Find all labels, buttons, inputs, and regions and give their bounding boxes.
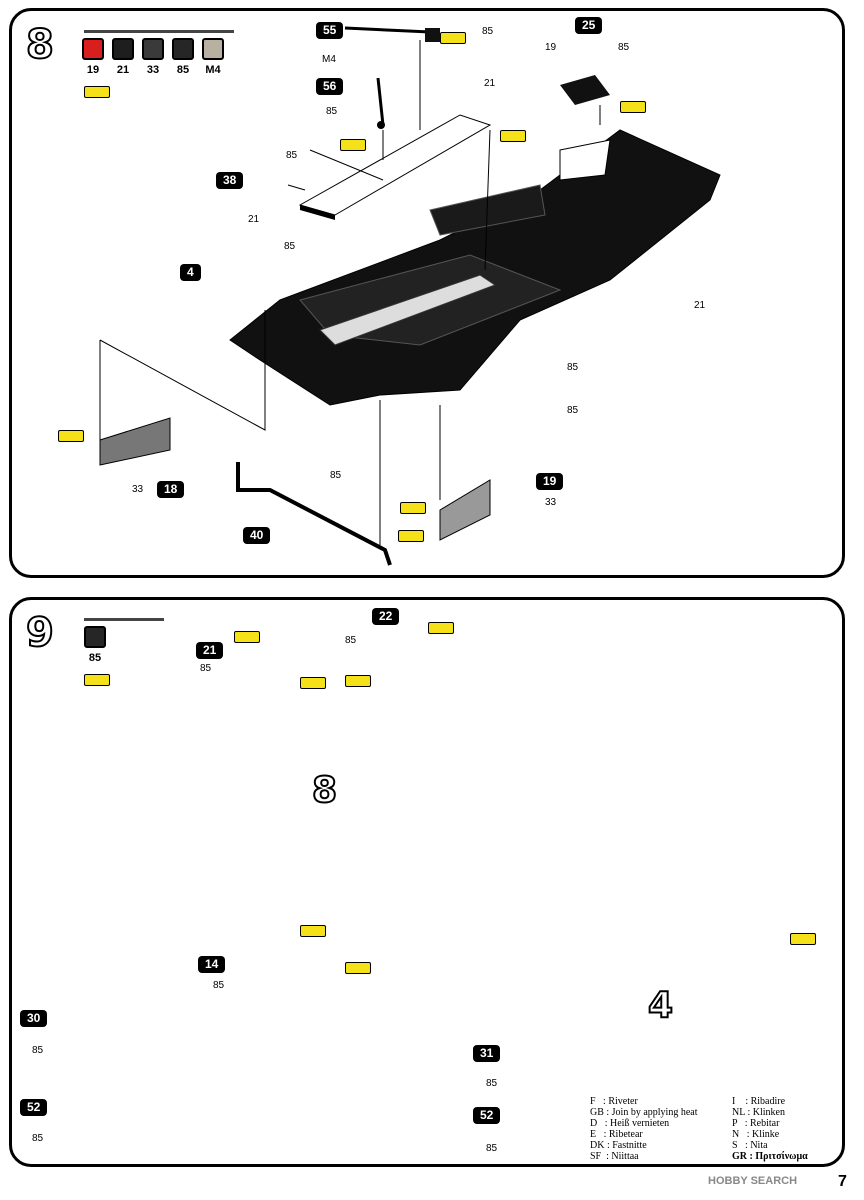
part-tag-52-left: 52 bbox=[20, 1099, 48, 1116]
paint-ref-85-chassis: 85 bbox=[284, 241, 296, 252]
paint-ref-85-right-2: 85 bbox=[567, 405, 579, 416]
legend-left-5: SF : Niittaa bbox=[590, 1151, 639, 1162]
part-tag-21: 21 bbox=[196, 642, 224, 659]
lever-56 bbox=[376, 77, 385, 129]
glue-icon bbox=[234, 631, 260, 643]
lever-55 bbox=[344, 26, 440, 42]
legend-right-2: P : Rebitar bbox=[732, 1118, 780, 1129]
paint-chip-21 bbox=[112, 38, 134, 60]
chassis-part-4 bbox=[229, 129, 721, 406]
paint-ref-m4: M4 bbox=[322, 54, 336, 65]
part-tag-38: 38 bbox=[216, 172, 244, 189]
paint-ref-85-31: 85 bbox=[486, 1078, 498, 1089]
paint-ref-85-22: 85 bbox=[345, 635, 357, 646]
legend-left-2: D : Heiß vernieten bbox=[590, 1118, 670, 1129]
bracket-25 bbox=[560, 75, 610, 105]
step-9-panel bbox=[9, 597, 845, 1167]
paint-ref-85-52b: 85 bbox=[486, 1143, 498, 1154]
legend-right-0: I : Ribadire bbox=[732, 1096, 786, 1107]
paint-ref-85-56: 85 bbox=[326, 106, 338, 117]
glue-icon bbox=[428, 622, 454, 634]
rod-40 bbox=[236, 462, 392, 566]
paint-ref-85-14: 85 bbox=[213, 980, 225, 991]
part-tag-22: 22 bbox=[372, 608, 400, 625]
part-tag-40: 40 bbox=[243, 527, 271, 544]
glue-icon bbox=[790, 933, 816, 945]
paint-ref-85-30: 85 bbox=[32, 1045, 44, 1056]
paint-label-33: 33 bbox=[146, 64, 160, 76]
legend-right-3: N : Klinke bbox=[732, 1129, 780, 1140]
glue-icon bbox=[300, 677, 326, 689]
page-number: 7 bbox=[838, 1173, 847, 1190]
legend-left-3: E : Ribetear bbox=[590, 1129, 643, 1140]
paint-chip-85 bbox=[84, 626, 106, 648]
step-number-8: 8 bbox=[25, 21, 55, 69]
glue-icon bbox=[440, 32, 466, 44]
glue-icon bbox=[340, 139, 366, 151]
brush-icon bbox=[84, 618, 164, 621]
glue-icon bbox=[400, 502, 426, 514]
paint-chip-19 bbox=[82, 38, 104, 60]
chassis-part-38 bbox=[298, 114, 492, 220]
paint-label-85: 85 bbox=[176, 64, 190, 76]
part-tag-4: 4 bbox=[180, 264, 201, 281]
legend-left-1: GB : Join by applying heat bbox=[590, 1107, 698, 1118]
paint-ref-85-right-1: 85 bbox=[567, 362, 579, 373]
paint-ref-33-19: 33 bbox=[545, 497, 557, 508]
legend-left-0: F : Riveter bbox=[590, 1096, 638, 1107]
paint-label-85: 85 bbox=[88, 652, 102, 664]
plate-19 bbox=[439, 479, 491, 541]
glue-icon bbox=[398, 530, 424, 542]
paint-chip-33 bbox=[142, 38, 164, 60]
paint-ref-19-25: 19 bbox=[545, 42, 557, 53]
part-tag-18: 18 bbox=[157, 481, 185, 498]
glue-icon bbox=[345, 962, 371, 974]
sub-assembly-ref-8: 8 bbox=[311, 769, 338, 812]
paint-ref-85-21: 85 bbox=[200, 663, 212, 674]
watermark: HOBBY SEARCH bbox=[708, 1175, 798, 1187]
sub-assembly-ref-4: 4 bbox=[647, 984, 674, 1027]
paint-label-m4: M4 bbox=[205, 64, 221, 76]
glue-icon bbox=[84, 86, 110, 98]
paint-ref-21-top: 21 bbox=[484, 78, 496, 89]
legend-right-5: GR : Πριτσίνωμα bbox=[732, 1151, 808, 1162]
paint-ref-21-right: 21 bbox=[694, 300, 706, 311]
part-tag-19: 19 bbox=[536, 473, 564, 490]
brush-icon bbox=[84, 30, 234, 33]
paint-ref-85-25: 85 bbox=[618, 42, 630, 53]
paint-ref-85-40: 85 bbox=[330, 470, 342, 481]
glue-icon bbox=[84, 674, 110, 686]
step-number-9: 9 bbox=[25, 609, 55, 657]
part-tag-25: 25 bbox=[575, 17, 603, 34]
legend-left-4: DK : Fastnitte bbox=[590, 1140, 647, 1151]
glue-icon bbox=[300, 925, 326, 937]
glue-icon bbox=[58, 430, 84, 442]
paint-ref-85-38: 85 bbox=[286, 150, 298, 161]
legend-right-1: NL : Klinken bbox=[732, 1107, 785, 1118]
paint-chip-m4 bbox=[202, 38, 224, 60]
legend-right-4: S : Nita bbox=[732, 1140, 768, 1151]
part-tag-56: 56 bbox=[316, 78, 344, 95]
paint-ref-85-top: 85 bbox=[482, 26, 494, 37]
part-tag-55: 55 bbox=[316, 22, 344, 39]
part-tag-30: 30 bbox=[20, 1010, 48, 1027]
paint-ref-33-18: 33 bbox=[132, 484, 144, 495]
paint-ref-21-38: 21 bbox=[248, 214, 260, 225]
part-tag-14: 14 bbox=[198, 956, 226, 973]
plate-18 bbox=[99, 417, 171, 466]
part-tag-31: 31 bbox=[473, 1045, 501, 1062]
paint-label-19: 19 bbox=[86, 64, 100, 76]
part-tag-52-right: 52 bbox=[473, 1107, 501, 1124]
paint-ref-85-52: 85 bbox=[32, 1133, 44, 1144]
glue-icon bbox=[620, 101, 646, 113]
glue-icon bbox=[500, 130, 526, 142]
paint-chip-85 bbox=[172, 38, 194, 60]
glue-icon bbox=[345, 675, 371, 687]
paint-label-21: 21 bbox=[116, 64, 130, 76]
